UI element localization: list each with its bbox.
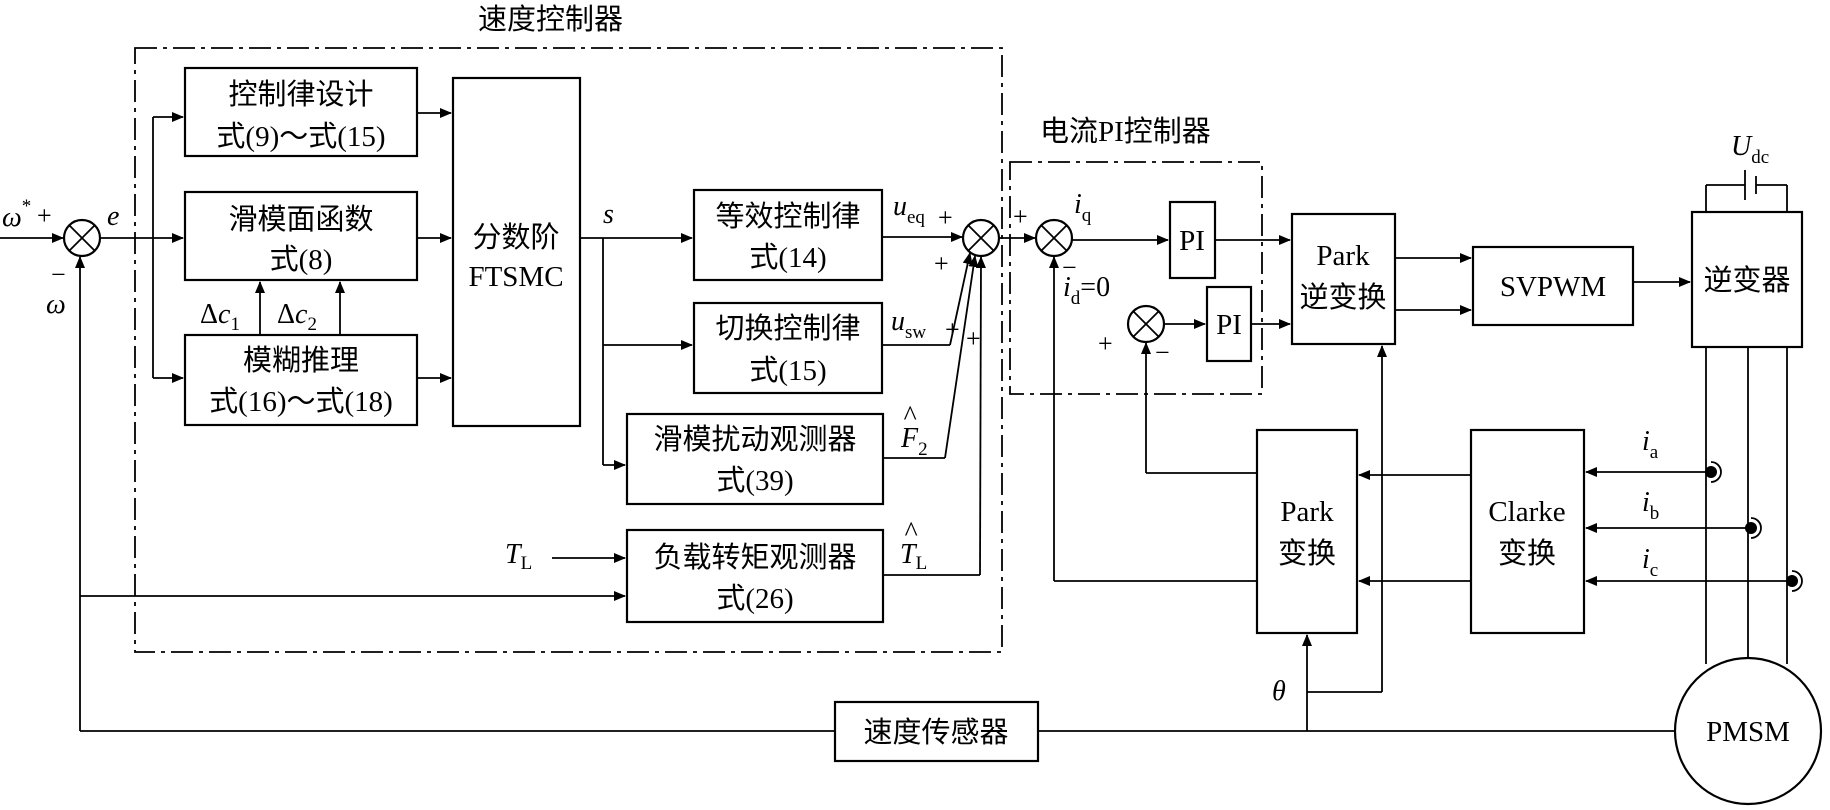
switching-control-law-line1: 切换控制律 [715,312,860,345]
pi-q-block [1168,200,1217,280]
inverter-block [1690,210,1804,349]
svg-text:−: − [1155,338,1170,367]
fractional-ftsmc-line2: FTSMC [468,261,563,293]
speed-sensor-label: 速度传感器 [863,716,1008,749]
park-line2: 变换 [1278,537,1336,570]
svg-text:+: + [37,201,52,230]
park-block [1255,428,1359,635]
sliding-disturbance-observer-block [625,412,885,506]
load-torque-observer-block [625,528,885,624]
current-sensor-taps [1705,461,1803,592]
svg-text:−: − [1062,253,1077,282]
sliding-surface-line1: 滑模面函数 [228,203,373,236]
clarke-line1: Clarke [1488,496,1565,528]
svg-text:+: + [1013,202,1028,231]
clarke-line2: 变换 [1498,537,1556,570]
svpwm-label: SVPWM [1500,271,1606,303]
svg-text:+: + [966,324,981,353]
equivalent-control-law-line2: 式(14) [749,241,826,274]
current-pi-controller-frame [1009,161,1263,395]
equivalent-control-law-line1: 等效控制律 [715,200,860,233]
pi-q-label: PI [1179,225,1205,257]
signal-wires [0,108,1788,732]
u-eq-label: ueq [893,191,925,228]
inverse-park-line1: Park [1316,240,1370,272]
sliding-surface-line2: 式(8) [270,243,333,276]
equivalent-control-law-block [692,188,884,282]
delta-c2-label: Δc2 [277,299,317,335]
load-torque-observer-line1: 负载转矩观测器 [653,541,856,574]
tl-hat-accent: ^ [904,517,918,548]
park-line1: Park [1280,496,1334,528]
switching-control-law-block [692,301,884,395]
control-law-design-block [183,66,419,158]
pi-d-label: PI [1216,309,1242,341]
control-law-design-line2: 式(9)～式(15) [216,120,385,153]
f2-hat-accent: ^ [903,401,917,432]
fractional-ftsmc-block [451,76,582,428]
fuzzy-inference-block [183,333,419,427]
tl-input-label: TL [505,539,532,574]
sliding-disturbance-observer-line2: 式(39) [716,464,793,497]
ib-label: ib [1642,487,1659,524]
inverter-label: 逆变器 [1703,264,1790,297]
error-e-label: e [107,201,119,232]
control-law-design-line1: 控制律设计 [228,78,373,111]
fractional-ftsmc-line1: 分数阶 [472,221,559,254]
speed-controller-title: 速度控制器 [478,3,623,36]
inverse-park-line2: 逆变换 [1299,281,1386,314]
d-current-summing-junction [1126,304,1166,344]
iq-label: iq [1074,189,1092,226]
f2-hat-label: F2 [900,423,928,460]
svg-text:−: − [51,260,66,289]
svg-text:+: + [1098,329,1113,358]
omega-label: ω [46,289,66,320]
pmsm-label: PMSM [1706,716,1790,748]
control-sum-summing-junction [961,218,1001,258]
summing-signs: + − + + + + + − + − [37,201,1170,367]
sliding-disturbance-observer-line1: 滑模扰动观测器 [653,423,856,456]
load-torque-observer-line2: 式(26) [716,582,793,615]
sliding-surface-block [183,190,419,282]
svg-text:+: + [934,249,949,278]
sliding-variable-s-label: s [603,199,614,230]
speed-controller-frame [134,47,1003,653]
inverse-park-block [1290,212,1397,346]
current-pi-controller-title: 电流PI控制器 [1040,115,1211,148]
svg-text:+: + [938,203,953,232]
delta-c1-label: Δc1 [200,299,240,335]
ic-label: ic [1642,544,1658,581]
clarke-block [1469,428,1586,635]
ia-label: ia [1642,426,1659,463]
theta-label: θ [1272,676,1286,707]
tl-hat-label: TL [900,539,927,574]
udc-label: Udc [1731,131,1769,168]
omega-ref-label: ω* [2,196,31,233]
fuzzy-inference-line2: 式(16)～式(18) [209,385,393,418]
switching-control-law-line2: 式(15) [749,354,826,387]
id-ref-label: id=0 [1063,272,1110,309]
svg-text:+: + [945,315,960,344]
u-sw-label: usw [891,306,926,343]
speed-error-summing-junction [62,218,102,258]
svpwm-block [1471,245,1635,327]
q-current-summing-junction [1034,218,1074,258]
fuzzy-inference-line1: 模糊推理 [243,344,359,377]
